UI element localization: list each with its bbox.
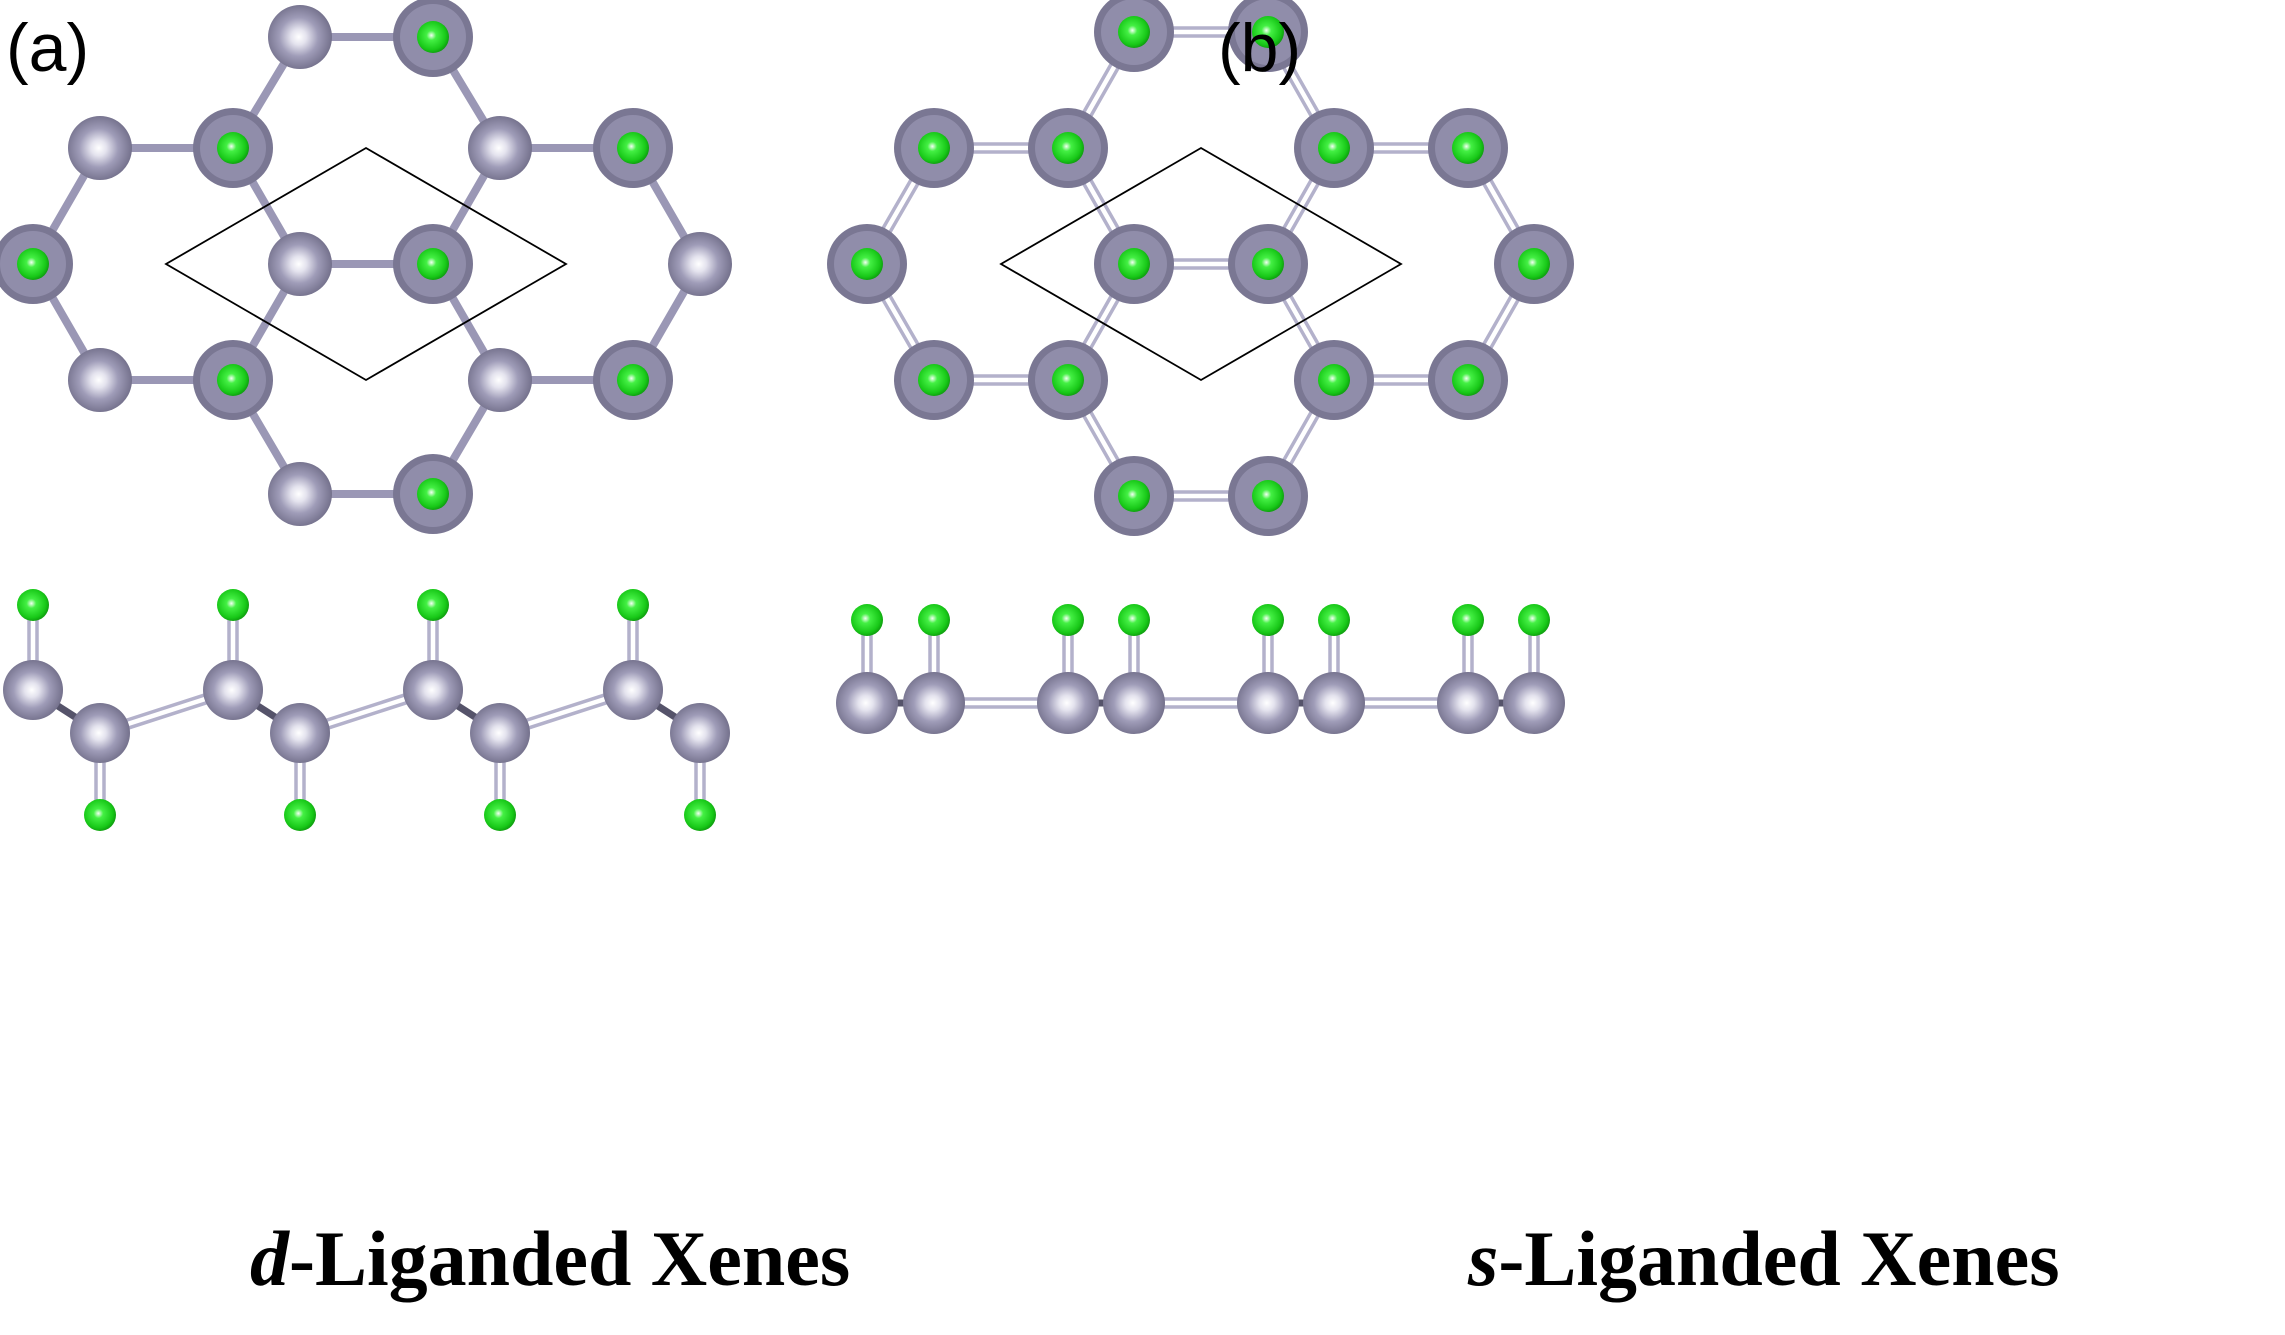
caption-s-liganded-xenes: s-Liganded Xenes: [1468, 1220, 2060, 1298]
atom-b-side-6: [1437, 672, 1499, 734]
ligand-b-side-6: [1452, 604, 1484, 636]
atom-b-side-4: [1237, 672, 1299, 734]
ligand-b-side-0: [851, 604, 883, 636]
atom-a-top-a11: [68, 348, 132, 412]
atom-b-side-3: [1103, 672, 1165, 734]
atom-b-top-b6-ligand: [1452, 132, 1484, 164]
panel-label-b: (b): [1218, 10, 1302, 86]
atom-b-side-7: [1503, 672, 1565, 734]
atom-b-top-b15-ligand: [1118, 480, 1150, 512]
atom-a-top-a15: [268, 462, 332, 526]
atom-a-top-a2-ligand: [417, 21, 449, 53]
atom-b-top-b13-ligand: [1318, 364, 1350, 396]
atom-b-side-0: [836, 672, 898, 734]
ligand-a-side-up-0: [17, 589, 49, 621]
caption-d-liganded-xenes: d-Liganded Xenes: [250, 1220, 850, 1298]
unit-cell-b: [999, 146, 1403, 382]
ligand-a-side-up-2: [417, 589, 449, 621]
caption-rest-a: -Liganded Xenes: [289, 1215, 851, 1302]
atom-a-top-a6-ligand: [617, 132, 649, 164]
atom-b-side-5: [1303, 672, 1365, 734]
ligand-b-side-1: [918, 604, 950, 636]
ligand-b-side-3: [1118, 604, 1150, 636]
ligand-a-side-down-1: [284, 799, 316, 831]
atom-b-top-b10-ligand: [1518, 248, 1550, 280]
atom-b-top-b11-ligand: [918, 364, 950, 396]
ligand-b-side-5: [1318, 604, 1350, 636]
atom-a-top-a14-ligand: [617, 364, 649, 396]
caption-prefix-s: s: [1468, 1215, 1499, 1302]
atom-b-side-1: [903, 672, 965, 734]
ligand-b-side-7: [1518, 604, 1550, 636]
atom-a-top-a4-ligand: [217, 132, 249, 164]
panel-label-a: (a): [6, 10, 90, 86]
ligand-b-side-4: [1252, 604, 1284, 636]
caption-prefix-d: d: [250, 1215, 289, 1302]
atom-a-top-a5: [468, 116, 532, 180]
atom-b-top-b8-ligand: [1118, 248, 1150, 280]
atom-b-top-b7-ligand: [851, 248, 883, 280]
atom-a-side-down-0: [70, 703, 130, 763]
atom-a-side-up-3: [603, 660, 663, 720]
atom-b-top-b14-ligand: [1452, 364, 1484, 396]
atom-a-side-down-2: [470, 703, 530, 763]
atom-a-top-a3: [68, 116, 132, 180]
ligand-b-side-2: [1052, 604, 1084, 636]
atom-b-top-b3-ligand: [918, 132, 950, 164]
atom-a-top-a12-ligand: [217, 364, 249, 396]
atom-a-side-down-1: [270, 703, 330, 763]
atom-b-top-b4-ligand: [1052, 132, 1084, 164]
atom-b-top-b1-ligand: [1118, 16, 1150, 48]
ligand-a-side-down-2: [484, 799, 516, 831]
atom-b-side-2: [1037, 672, 1099, 734]
atom-a-top-a8: [268, 232, 332, 296]
atom-a-side-up-2: [403, 660, 463, 720]
atom-a-top-a10: [668, 232, 732, 296]
atom-a-side-down-3: [670, 703, 730, 763]
atom-b-top-b5-ligand: [1318, 132, 1350, 164]
atom-b-top-b2-ligand: [1252, 16, 1284, 48]
ligand-a-side-up-1: [217, 589, 249, 621]
unit-cell-a: [164, 146, 568, 382]
ligand-a-side-down-0: [84, 799, 116, 831]
ligand-a-side-up-3: [617, 589, 649, 621]
atom-a-top-a16-ligand: [417, 478, 449, 510]
atom-b-top-b16-ligand: [1252, 480, 1284, 512]
atom-a-top-a9-ligand: [417, 248, 449, 280]
caption-rest-b: -Liganded Xenes: [1498, 1215, 2060, 1302]
atom-a-top-a7-ligand: [17, 248, 49, 280]
ligand-a-side-down-3: [684, 799, 716, 831]
atom-a-top-a13: [468, 348, 532, 412]
atom-a-side-up-0: [3, 660, 63, 720]
atom-b-top-b9-ligand: [1252, 248, 1284, 280]
atom-b-top-b12-ligand: [1052, 364, 1084, 396]
atom-a-top-a1: [268, 5, 332, 69]
atom-a-side-up-1: [203, 660, 263, 720]
